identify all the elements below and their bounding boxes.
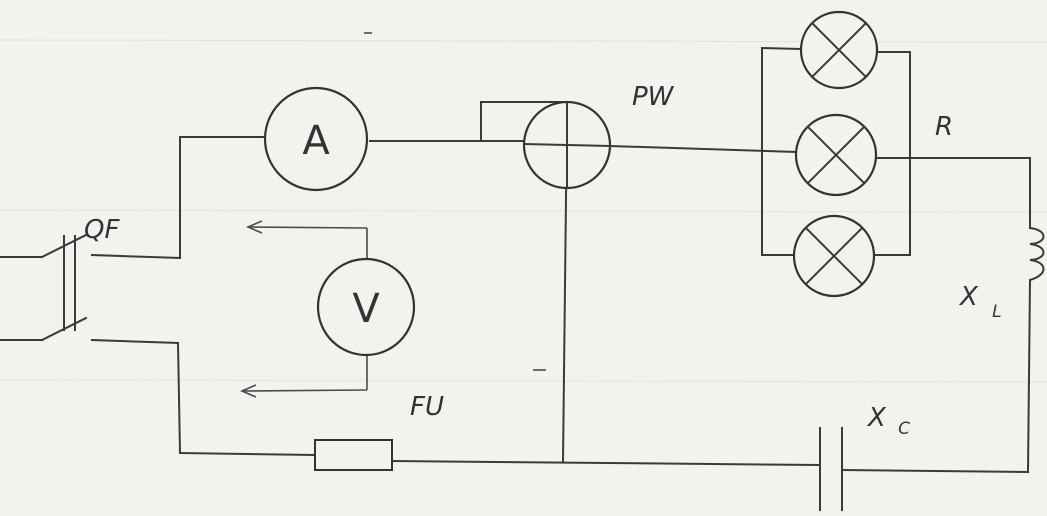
inductor: X L: [958, 226, 1045, 322]
lamps-label: R: [935, 112, 953, 142]
wattmeter-label: PW: [632, 82, 675, 112]
lamp-bottom: [792, 214, 876, 298]
capacitor-subscript: C: [898, 419, 910, 439]
voltmeter-label: V: [352, 286, 380, 332]
voltmeter: V: [239, 220, 416, 398]
inductor-label: X: [958, 282, 979, 312]
svg-text:X C: X C: [866, 403, 910, 439]
circuit-breaker-qf: [0, 233, 182, 345]
capacitor-label: X: [866, 403, 887, 433]
ammeter: A: [263, 86, 369, 192]
inductor-subscript: L: [992, 302, 1001, 322]
ammeter-label: A: [302, 118, 330, 164]
scan-background: [0, 39, 1047, 383]
breaker-label: QF: [84, 215, 120, 245]
fuse-label: FU: [410, 392, 444, 422]
lamp-top: [799, 10, 879, 90]
lamp-middle: [794, 113, 878, 197]
lamp-bank: R: [760, 10, 953, 298]
wattmeter: PW: [522, 82, 675, 190]
circuit-wires: [176, 101, 1032, 474]
svg-text:X L: X L: [958, 282, 1002, 322]
fuse: FU: [314, 392, 444, 471]
scan-marks: [364, 32, 546, 371]
capacitor: X C: [819, 403, 910, 511]
